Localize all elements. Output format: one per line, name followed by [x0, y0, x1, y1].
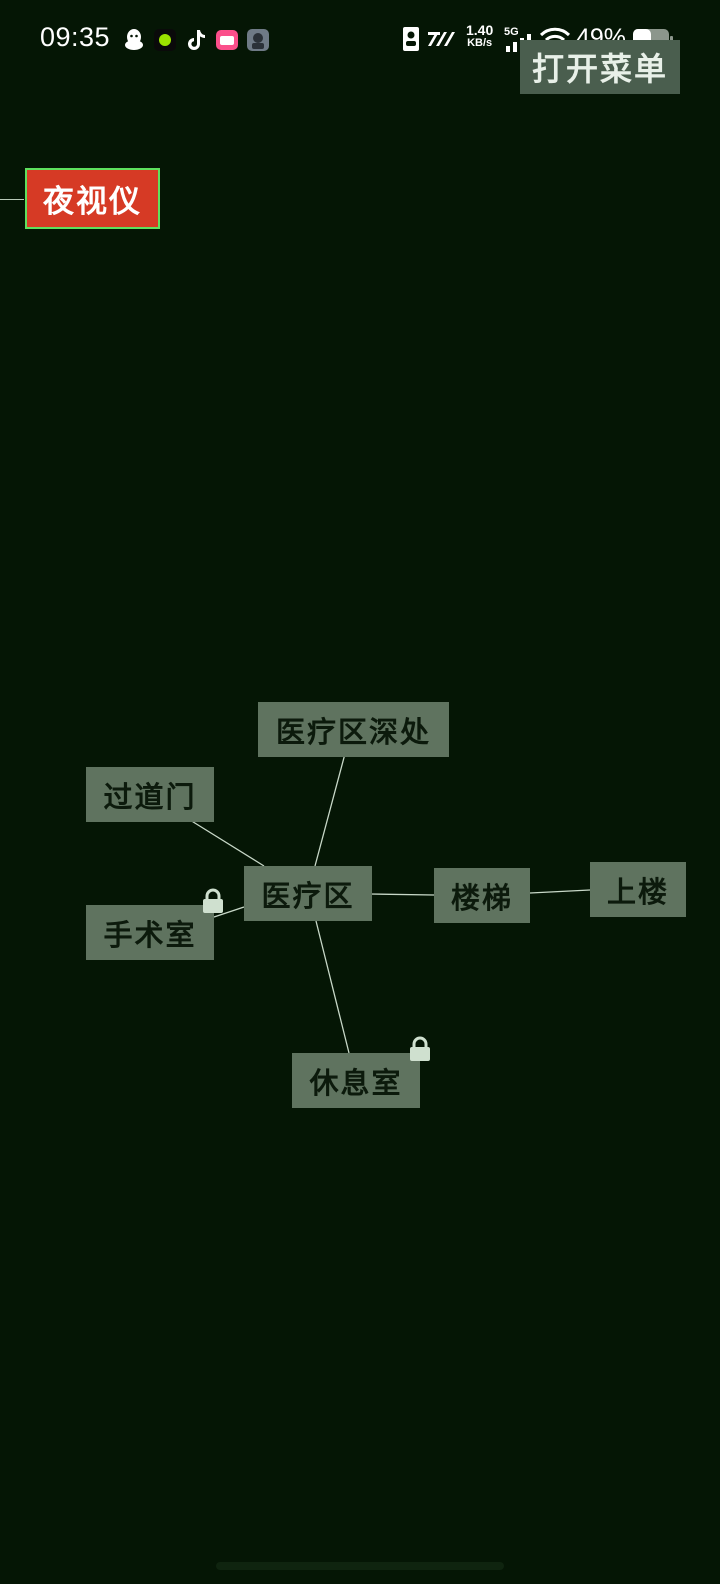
night-vision-connector	[0, 199, 24, 200]
room-medical[interactable]: 医疗区	[244, 866, 372, 921]
link-lounge	[315, 920, 350, 1054]
video-app-icon	[215, 28, 239, 52]
nfc-icon	[426, 26, 456, 56]
green-dot-app-icon	[153, 28, 177, 52]
contact-card-icon	[402, 26, 420, 56]
link-medical-deep	[314, 749, 347, 867]
room-stairs[interactable]: 楼梯	[434, 868, 530, 923]
game-app-icon	[246, 28, 270, 52]
link-corridor-door	[189, 819, 265, 867]
link-upstairs	[529, 889, 591, 894]
music-note-app-icon	[184, 28, 208, 52]
room-medical-deep[interactable]: 医疗区深处	[258, 702, 449, 757]
room-surgery[interactable]: 手术室	[86, 905, 214, 960]
home-indicator[interactable]	[216, 1562, 504, 1570]
network-speed: 1.40 KB/s	[466, 22, 494, 49]
penguin-icon	[122, 28, 146, 52]
lock-icon	[202, 888, 224, 914]
status-time: 09:35	[40, 22, 111, 52]
night-vision-button[interactable]: 夜视仪	[25, 168, 160, 229]
lock-icon	[409, 1036, 431, 1062]
room-upstairs[interactable]: 上楼	[590, 862, 686, 917]
svg-text:5G: 5G	[504, 26, 519, 38]
link-stairs	[369, 893, 435, 896]
room-lounge[interactable]: 休息室	[292, 1053, 420, 1108]
link-surgery	[213, 906, 245, 918]
open-menu-button[interactable]: 打开菜单	[520, 40, 680, 94]
room-corridor-door[interactable]: 过道门	[86, 767, 214, 822]
